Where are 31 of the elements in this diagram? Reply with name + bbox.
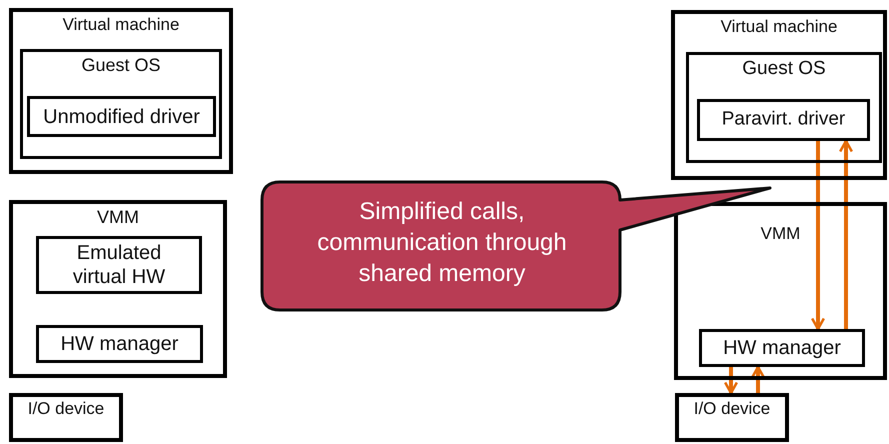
box-label: Virtual machine bbox=[62, 15, 180, 36]
component-box bbox=[36, 325, 203, 363]
device-box bbox=[675, 393, 789, 442]
component-box bbox=[699, 329, 865, 367]
box-label: I/O device bbox=[692, 399, 772, 420]
box-label: Guest OS bbox=[80, 55, 162, 77]
arrow bbox=[810, 141, 826, 330]
box-label: Guest OS bbox=[741, 58, 827, 81]
box-label: I/O device bbox=[26, 399, 106, 420]
container-box bbox=[674, 202, 887, 380]
component-box bbox=[697, 99, 870, 141]
box-label: HW manager bbox=[60, 332, 180, 356]
component-box bbox=[27, 96, 216, 137]
box-label: Emulated virtual HW bbox=[72, 241, 166, 289]
arrow bbox=[724, 367, 738, 394]
container-box bbox=[686, 52, 882, 163]
box-label: VMM bbox=[760, 224, 802, 244]
box-label: HW manager bbox=[722, 336, 842, 360]
box-label: Unmodified driver bbox=[42, 104, 201, 128]
box-label: Virtual machine bbox=[720, 17, 838, 38]
arrow bbox=[838, 140, 854, 329]
component-box bbox=[36, 236, 202, 294]
container-box bbox=[20, 49, 222, 159]
container-box bbox=[671, 10, 887, 180]
box-label: Paravirt. driver bbox=[720, 108, 846, 132]
container-box bbox=[9, 200, 227, 378]
arrow bbox=[750, 366, 766, 393]
callout-text: Simplified calls, communication through shared memory bbox=[316, 197, 568, 290]
device-box bbox=[9, 393, 123, 442]
box-label: VMM bbox=[96, 207, 140, 229]
container-box bbox=[9, 8, 233, 174]
